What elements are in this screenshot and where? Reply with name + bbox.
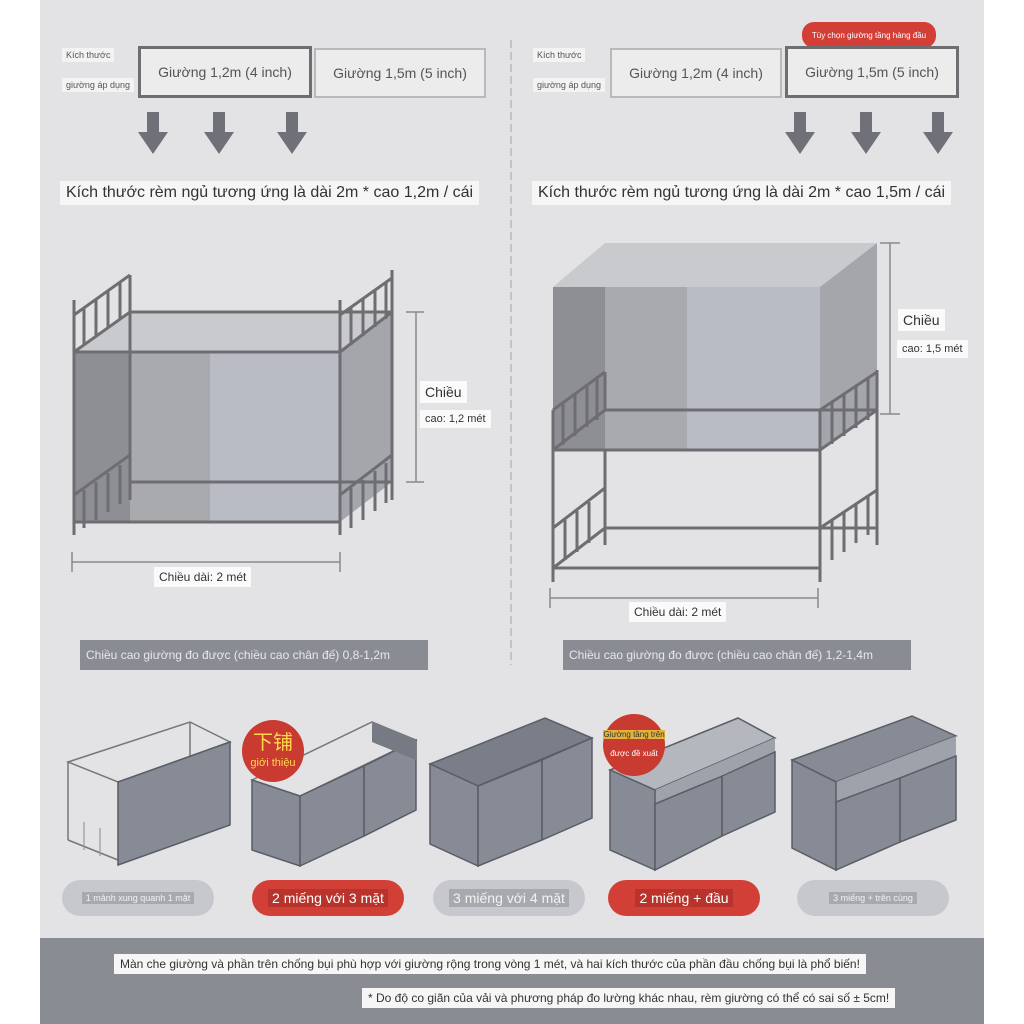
footer-band [40,938,984,1024]
top-bunk-option-badge: Tùy chọn giường tầng hàng đầu [802,22,936,48]
bed-size-option-1-2m-right[interactable]: Giường 1,2m (4 inch) [610,48,782,98]
lower-bunk-bed-illustration [71,270,424,572]
arrow-down-icons-left [138,112,307,154]
size-label-left: Kích thước [62,48,115,62]
height-word-right: Chiều [898,309,945,331]
height-word-left: Chiều [420,381,467,403]
arrow-down-icons-right [785,112,953,154]
option-pill-2[interactable]: 2 miếng với 3 mặt [252,880,404,916]
footer-note-2: * Do độ co giãn của vải và phương pháp đ… [362,988,896,1008]
curtain-size-headline-left: Kích thước rèm ngủ tương ứng là dài 2m *… [60,181,480,205]
option-pill-5[interactable]: 3 miếng + trên cùng [797,880,949,916]
option-pill-4-label: 2 miếng + đầu [635,889,733,907]
option-pill-1-label: 1 mảnh xung quanh 1 mặt [81,892,195,904]
height-value-right: cao: 1,5 mét [897,340,968,358]
badge-chinese-text: 下铺 [253,730,293,754]
applicable-bed-label-left: giường áp dụng [62,78,134,92]
option-5-illustration [790,715,958,872]
height-value-left: cao: 1,2 mét [420,410,491,428]
length-label-left: Chiều dài: 2 mét [154,567,252,587]
option-pill-3-label: 3 miếng với 4 mặt [449,889,569,907]
measured-height-bar-right: Chiều cao giường đo được (chiều cao chân… [563,640,911,670]
applicable-bed-label-right: giường áp dụng [533,78,605,92]
option-1-illustration [65,721,232,867]
option-pill-4[interactable]: 2 miếng + đầu [608,880,760,916]
bed-size-option-1-5m-left[interactable]: Giường 1,5m (5 inch) [314,48,486,98]
length-label-right: Chiều dài: 2 mét [629,602,727,622]
option-pill-2-label: 2 miếng với 3 mặt [268,889,388,907]
option-4-illustration [608,717,777,872]
curtain-size-headline-right: Kích thước rèm ngủ tương ứng là dài 2m *… [532,181,952,205]
badge-upper-text: Giường tầng trên [603,730,665,739]
badge-intro-text: giới thiệu [250,757,296,769]
bed-size-option-1-2m-left[interactable]: Giường 1,2m (4 inch) [138,46,312,98]
option-3-illustration [428,717,594,868]
option-pill-5-label: 3 miếng + trên cùng [829,892,917,904]
option-2-illustration [250,721,418,868]
upper-bunk-recommend-badge: Giường tầng trên được đề xuất [603,714,665,776]
option-pill-1[interactable]: 1 mảnh xung quanh 1 mặt [62,880,214,916]
footer-note-1: Màn che giường và phần trên chống bụi ph… [114,954,866,974]
badge-recommended-text: được đề xuất [610,749,658,758]
upper-bunk-bed-illustration [549,242,900,608]
bed-size-option-1-5m-right[interactable]: Giường 1,5m (5 inch) [785,46,959,98]
size-label-right: Kích thước [533,48,586,62]
lower-bunk-recommend-badge: 下铺 giới thiệu [242,720,304,782]
option-pill-3[interactable]: 3 miếng với 4 mặt [433,880,585,916]
measured-height-bar-left: Chiều cao giường đo được (chiều cao chân… [80,640,428,670]
